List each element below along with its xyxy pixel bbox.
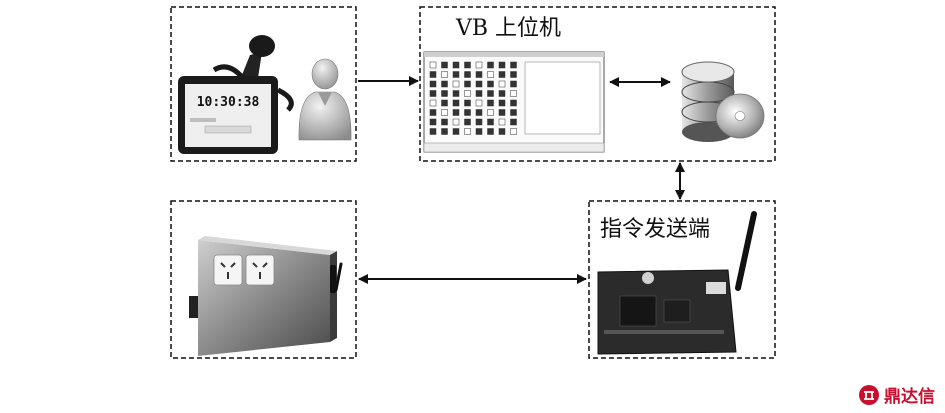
vb-grid-cell [475, 90, 483, 97]
vb-grid-cell [487, 118, 494, 126]
vb-grid-cell [487, 71, 494, 78]
vb-grid-cell [441, 128, 448, 135]
vb-grid-cell [429, 90, 437, 97]
vb-grid-cell [429, 109, 437, 116]
vb-grid-cell [464, 80, 471, 88]
vb-grid-cell [441, 71, 448, 78]
vb-grid-cell [498, 99, 506, 107]
vb-grid-cell [452, 99, 460, 107]
vb-grid-cell [441, 80, 448, 88]
vb-grid-cell [498, 71, 506, 78]
terminal-device-icon [178, 35, 294, 154]
vb-grid-cell [429, 99, 437, 107]
vb-grid-cell [487, 80, 494, 88]
vb-grid-cell [441, 61, 448, 69]
socket-antenna-icon [334, 262, 343, 292]
vb-grid-cell [510, 109, 517, 116]
vb-software-window-icon [423, 51, 605, 153]
vb-grid-cell [498, 128, 506, 135]
vb-grid-cell [429, 128, 437, 135]
vb-grid-cell [487, 99, 494, 107]
vb-grid-cell [441, 118, 448, 126]
terminal-box [170, 6, 357, 162]
vb-grid-cell [510, 99, 517, 107]
vb-grid-cell [429, 71, 437, 78]
vb-grid-cell [452, 90, 460, 97]
power-socket-device-icon [189, 236, 337, 356]
vb-grid-cell [510, 71, 517, 78]
vb-grid-cell [510, 128, 517, 135]
vb-grid-cell [510, 61, 517, 69]
vb-grid-cell [475, 118, 483, 126]
vb-grid-cell [452, 71, 460, 78]
vb-grid-cell [487, 128, 494, 135]
watermark-text: 鼎达信 [884, 387, 935, 407]
brand-logo-icon [859, 384, 879, 405]
watermark: 鼎达信 [858, 382, 935, 407]
vb-grid-cell [487, 109, 494, 116]
vb-grid-cell [487, 90, 494, 97]
vb-grid-cell [510, 80, 517, 88]
vb-grid-cell [475, 128, 483, 135]
vb-grid-cell [464, 90, 471, 97]
vb-host-title: VB 上位机 [456, 16, 562, 41]
vb-grid-cell [464, 118, 471, 126]
vb-grid-cell [452, 80, 460, 88]
vb-grid-cell [464, 71, 471, 78]
command-sender-title: 指令发送端 [600, 217, 711, 242]
vb-grid-cell [429, 61, 437, 69]
vb-grid-cell [510, 90, 517, 97]
vb-grid-cell [452, 118, 460, 126]
vb-grid-cell [498, 109, 506, 116]
vb-grid-cell [498, 80, 506, 88]
vb-grid-cell [464, 99, 471, 107]
vb-grid-cell [441, 109, 448, 116]
command-sender-board-icon [597, 211, 757, 355]
vb-grid-cell [487, 61, 494, 69]
vb-grid-cell [464, 61, 471, 69]
mini-clock-time: 10:30:38 [197, 95, 260, 110]
socket-device-box [170, 200, 357, 359]
user-person-icon [298, 58, 352, 141]
vb-grid-cell [429, 80, 437, 88]
vb-grid-cell [475, 61, 483, 69]
vb-grid-cell [498, 90, 506, 97]
vb-grid [429, 61, 517, 135]
vb-grid-cell [464, 128, 471, 135]
command-sender-box [588, 200, 776, 359]
vb-grid-cell [452, 61, 460, 69]
vb-host-box [419, 6, 776, 162]
database-disk-icon [681, 61, 765, 142]
vb-grid-cell [510, 118, 517, 126]
vb-grid-cell [498, 61, 506, 69]
vb-grid-cell [429, 118, 437, 126]
vb-grid-cell [452, 109, 460, 116]
vb-grid-cell [475, 109, 483, 116]
vb-grid-cell [464, 109, 471, 116]
vb-grid-cell [498, 118, 506, 126]
vb-grid-cell [475, 80, 483, 88]
vb-grid-cell [475, 71, 483, 78]
vb-grid-cell [475, 99, 483, 107]
vb-grid-cell [441, 90, 448, 97]
vb-grid-cell [441, 99, 448, 107]
vb-grid-cell [452, 128, 460, 135]
